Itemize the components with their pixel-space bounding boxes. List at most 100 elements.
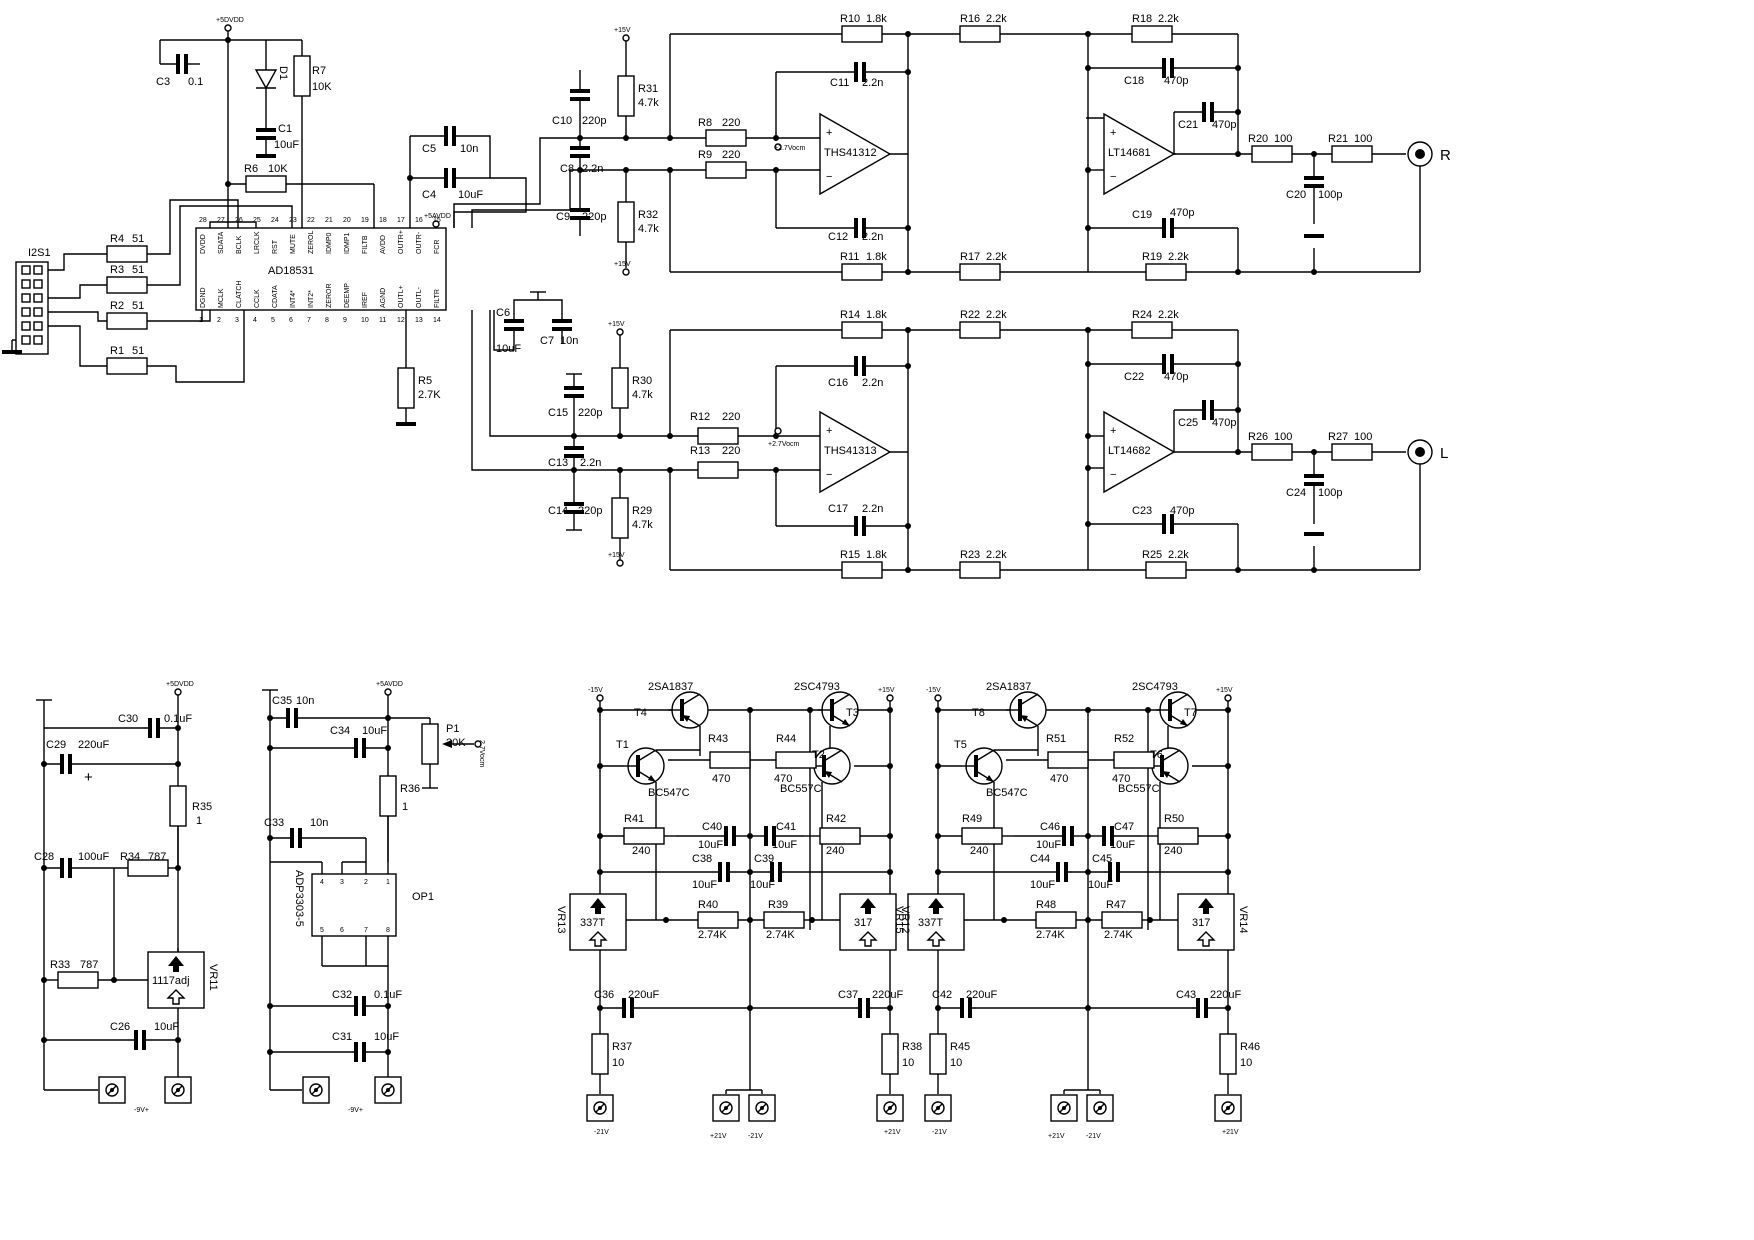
capacitor-value: 10uF — [750, 879, 775, 891]
regulator-name: VR11 — [207, 964, 219, 991]
resistor-name: R42 — [826, 813, 846, 825]
m9-label-b: -9V+ — [348, 1107, 363, 1114]
capacitor-name: C26 — [110, 1021, 130, 1033]
vocm-label-r: +2.7Vocm — [774, 145, 805, 152]
resistor-r45 — [929, 1033, 947, 1075]
dac-pin-number: 9 — [343, 317, 347, 324]
resistor-r12 — [697, 427, 739, 445]
capacitor-name: C6 — [496, 307, 510, 319]
capacitor-value: 10n — [460, 143, 478, 155]
resistor-r29 — [611, 497, 629, 539]
dac-pin-number: 3 — [235, 317, 239, 324]
resistor-r39 — [763, 911, 805, 929]
capacitor-name: C14 — [548, 505, 568, 517]
resistor-value: 470 — [1050, 773, 1068, 785]
junction-dot — [1085, 361, 1091, 367]
resistor-value: 10 — [612, 1057, 624, 1069]
transistor-arrow — [1180, 719, 1188, 726]
junction-dot — [175, 1037, 181, 1043]
opamp-plus: + — [826, 127, 832, 139]
resistor-r9 — [705, 161, 747, 179]
junction-dot — [225, 37, 231, 43]
resistor-r48 — [1035, 911, 1077, 929]
dac-pin-name: AGND — [380, 288, 387, 308]
capacitor-value: 220uF — [78, 739, 109, 751]
psu-rail-neg — [934, 694, 942, 702]
dvdd-reg-pin — [174, 688, 182, 696]
capacitor-c15 — [564, 386, 584, 398]
capacitor-name: C20 — [1286, 189, 1306, 201]
dac-pin-name: DEEMP — [344, 283, 351, 308]
transistor-arrow — [986, 775, 994, 782]
capacitor-value: 470p — [1170, 505, 1194, 517]
resistor-body — [106, 312, 148, 330]
resistor-value: 1.8k — [866, 549, 887, 561]
capacitor-c29 — [60, 754, 72, 774]
psu-rail-neg — [596, 694, 604, 702]
transistor-collector — [637, 749, 657, 762]
resistor-r16 — [959, 25, 1001, 43]
resistor-value: 240 — [1164, 845, 1182, 857]
capacitor-c45 — [1108, 862, 1120, 882]
transistor-type: BC557C — [1118, 783, 1160, 795]
terminal-center — [1226, 1106, 1230, 1110]
psu-term-label: +21V — [884, 1129, 901, 1136]
capacitor-c8 — [570, 146, 590, 158]
capacitor-c40 — [724, 826, 736, 846]
regulator-name: VR12 — [899, 906, 911, 934]
psu-rail-neg-label: -15V — [588, 687, 603, 694]
resistor-body — [1219, 1033, 1237, 1075]
opamp-label: LT14682 — [1108, 445, 1151, 457]
capacitor-c24 — [1304, 474, 1324, 486]
resistor-name: R38 — [902, 1041, 922, 1053]
wire — [147, 199, 239, 255]
capacitor-value: 2.2n — [862, 377, 883, 389]
dac-pin-name: AVDD — [380, 235, 387, 254]
opamp-label: THS41312 — [824, 147, 877, 159]
resistor-body — [881, 1033, 899, 1075]
resistor-name: R5 — [418, 375, 432, 387]
transistor-collector — [975, 749, 995, 762]
resistor-name: R17 — [960, 251, 980, 263]
dac-pin-name: INT2* — [308, 290, 315, 308]
wire — [454, 135, 491, 178]
transistor-arrow — [648, 775, 656, 782]
resistor-name: R26 — [1248, 431, 1268, 443]
junction-dot — [267, 745, 273, 751]
regulator-adj-arrow — [1198, 898, 1214, 914]
resistor-name: R25 — [1142, 549, 1162, 561]
resistor-value: 240 — [970, 845, 988, 857]
opamp-triangle — [819, 410, 892, 494]
resistor-body — [959, 321, 1001, 339]
resistor-r2 — [106, 312, 148, 330]
capacitor-name: C34 — [330, 725, 350, 737]
opamp-plus: + — [1110, 425, 1116, 437]
resistor-body — [709, 751, 751, 769]
transistor-name: T6 — [1150, 749, 1163, 761]
resistor-body — [1145, 263, 1187, 281]
resistor-name: R14 — [840, 309, 860, 321]
transistor-t8 — [1006, 691, 1047, 729]
capacitor-name: C15 — [548, 407, 568, 419]
dac-pin-number: 6 — [289, 317, 293, 324]
resistor-value: 51 — [132, 300, 144, 312]
resistor-value: 1 — [196, 815, 202, 827]
regulator-out-arrow — [926, 931, 946, 947]
capacitor-value: 470p — [1164, 371, 1188, 383]
resistor-name: P1 — [446, 723, 459, 735]
wire — [489, 310, 592, 437]
capacitor-name: C38 — [692, 853, 712, 865]
capacitor-c41 — [764, 826, 776, 846]
resistor-name: R12 — [690, 411, 710, 423]
dac-pin-name: ZEROL — [308, 231, 315, 254]
dac-pin-number: 7 — [307, 317, 311, 324]
capacitor-name: C33 — [264, 817, 284, 829]
wire — [453, 177, 527, 228]
resistor-name: R3 — [110, 264, 124, 276]
resistor-body — [293, 55, 311, 97]
resistor-value: 787 — [148, 851, 166, 863]
junction-dot — [385, 745, 391, 751]
dac-pin-name: IDMP0 — [326, 233, 333, 255]
capacitor-c32 — [354, 996, 366, 1016]
junction-dot — [1085, 225, 1091, 231]
